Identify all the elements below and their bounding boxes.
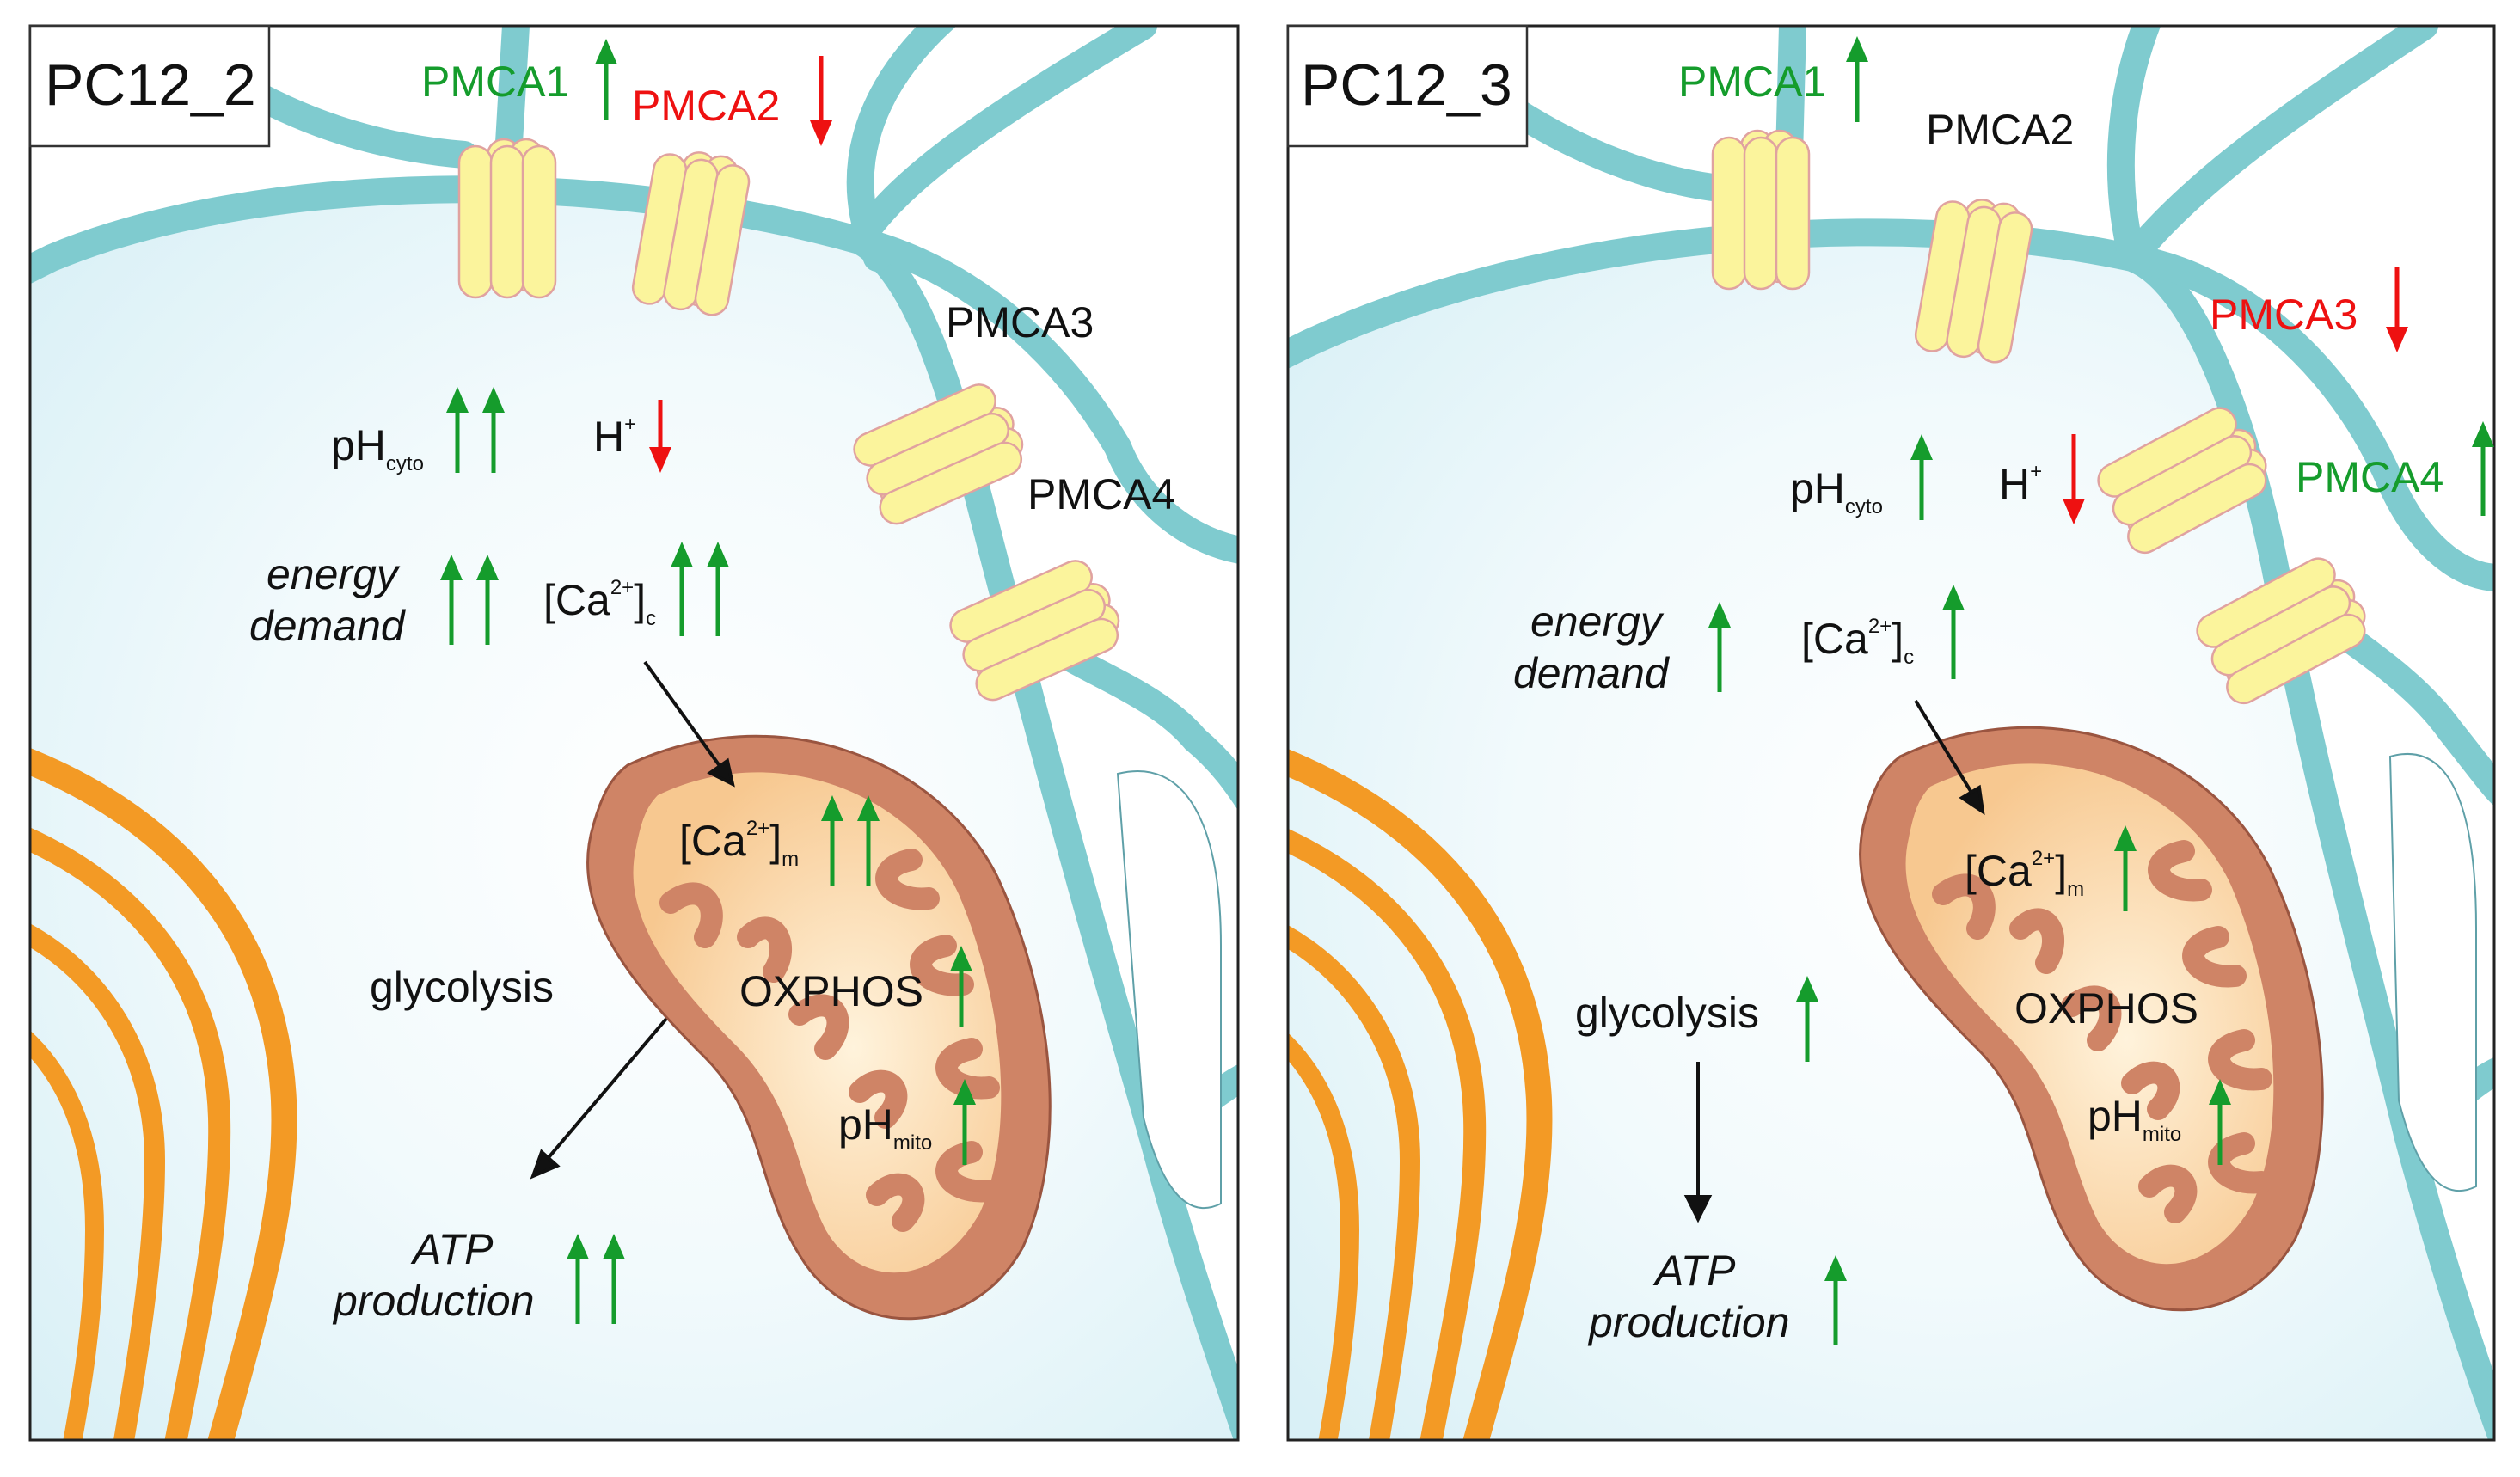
ph-mito-label: pHmito (2088, 1092, 2181, 1146)
pmca4-label: PMCA4 (2296, 453, 2443, 501)
change-arrows (440, 39, 976, 1324)
atp-line2: production (332, 1277, 535, 1325)
pmca3-label: PMCA3 (946, 298, 1094, 346)
panel-frame (1286, 24, 2496, 1442)
flow-arrow-ca-to-mito (1914, 699, 1975, 797)
h-plus-label: H+ (1999, 460, 2042, 508)
pmca1-up-arrow (1846, 36, 1868, 122)
energy-demand-up-arrow (476, 555, 499, 645)
ca-cyto-label: [Ca2+]c (543, 576, 656, 630)
pmca4-up-arrow (2472, 421, 2494, 516)
ca-mito-label: [Ca2+]m (679, 817, 799, 871)
h-plus-down-arrow (2063, 434, 2085, 524)
ca-mito-label: [Ca2+]m (1965, 847, 2084, 901)
ca-cyto-up-arrow (1942, 585, 1965, 679)
flow-arrows (530, 660, 735, 1180)
pmca1-up-arrow (595, 39, 617, 120)
pmca2-label: PMCA2 (1926, 106, 2074, 154)
pmca4-label: PMCA4 (1027, 470, 1175, 518)
energy-demand-up-arrow (440, 555, 463, 645)
flow-arrows (1683, 699, 1985, 1223)
ca-cyto-label: [Ca2+]c (1801, 615, 1914, 669)
panel-title: PC12_2 (45, 52, 256, 118)
panel-title: PC12_3 (1301, 52, 1512, 118)
atp-line1: ATP (410, 1225, 494, 1273)
ca-mito-up-arrow (2114, 825, 2137, 911)
ca-cyto-up-arrow (707, 542, 729, 636)
panel-title-box (1286, 24, 1529, 148)
pmca1-pump (457, 138, 557, 299)
energy-demand-line2: demand (1513, 649, 1671, 697)
flow-arrowhead (530, 1149, 561, 1180)
ca-cyto-up-arrow (671, 542, 693, 636)
atp-up-arrow (1824, 1255, 1847, 1345)
h-plus-down-arrow (649, 400, 671, 473)
panel-pc12-3: PC12_3 PMCA1 PMCA2 PMCA3 PMCA4 pHcyto H+… (1286, 24, 2496, 1442)
pmca1-label: PMCA1 (1678, 58, 1826, 106)
ph-cyto-up-arrow (1910, 434, 1933, 520)
golgi-apparatus (30, 747, 297, 1440)
pmca2-label: PMCA2 (632, 82, 780, 130)
panel-pc12-2: PC12_2 PMCA1 PMCA2 PMCA3 PMCA4 pHcyto H+… (28, 24, 1240, 1442)
ca-mito-up-arrow (857, 795, 880, 886)
membrane-branch (1396, 26, 2494, 1149)
ca-mito-up-arrow (821, 795, 843, 886)
oxphos-label: OXPHOS (739, 967, 923, 1015)
ph-cyto-up-arrow (446, 387, 469, 473)
ph-mito-up-arrow (2209, 1079, 2231, 1165)
flow-arrow-mito-to-atp (544, 1017, 668, 1162)
ph-cyto-up-arrow (482, 387, 505, 473)
membrane-branch (141, 26, 1238, 1149)
oxphos-label: OXPHOS (2014, 984, 2198, 1033)
pmca1-pump (1711, 129, 1811, 291)
ph-cyto-label: pHcyto (331, 421, 424, 475)
ph-mito-up-arrow (953, 1079, 976, 1165)
oxphos-up-arrow (950, 946, 972, 1027)
flow-arrow-ca-to-mito (643, 660, 724, 771)
energy-demand-up-arrow (1708, 602, 1731, 692)
change-arrows (1708, 36, 2494, 1345)
panel-title-box (28, 24, 271, 148)
pmca1-label: PMCA1 (421, 58, 569, 106)
glycolysis-label: glycolysis (370, 963, 554, 1011)
pmca3-down-arrow (2386, 267, 2408, 352)
atp-line2: production (1587, 1298, 1790, 1346)
pmca3-label: PMCA3 (2210, 291, 2358, 339)
glycolysis-up-arrow (1796, 976, 1818, 1062)
pmca2-down-arrow (810, 56, 832, 146)
energy-demand-line2: demand (249, 602, 407, 650)
flow-arrowhead (1959, 784, 1985, 816)
flow-arrowhead (707, 757, 735, 788)
energy-demand-line1: energy (1530, 598, 1665, 646)
atp-line1: ATP (1652, 1247, 1736, 1295)
flow-arrowhead (1683, 1195, 1713, 1223)
h-plus-label: H+ (593, 413, 636, 461)
energy-demand-line1: energy (267, 550, 401, 598)
glycolysis-label: glycolysis (1575, 989, 1759, 1037)
panel-frame (28, 24, 1240, 1442)
mitochondrion (586, 734, 1052, 1321)
golgi-apparatus (1288, 749, 1553, 1440)
atp-up-arrow (567, 1234, 589, 1324)
mitochondrion (1859, 726, 2324, 1312)
atp-up-arrow (603, 1234, 625, 1324)
ph-cyto-label: pHcyto (1790, 464, 1883, 518)
ph-mito-label: pHmito (838, 1100, 932, 1155)
